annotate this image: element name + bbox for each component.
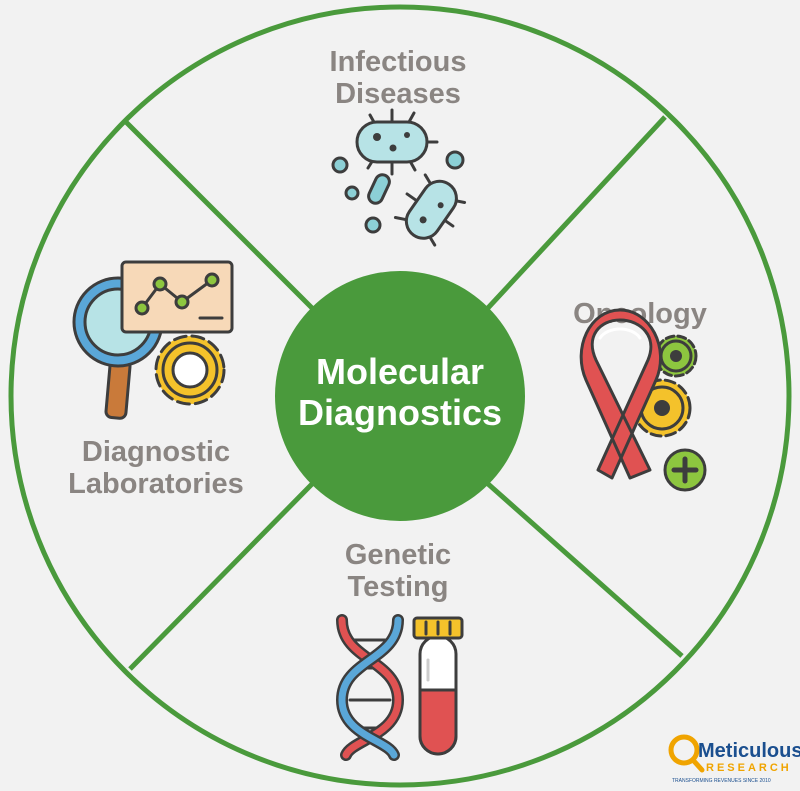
oncology-gear-top: [654, 334, 698, 378]
dna-test-tube-icon: [336, 614, 464, 761]
segment-top-label-line1: Infectious: [330, 46, 467, 78]
brand-name: Meticulous: [698, 740, 800, 762]
divider-top-right: [485, 115, 667, 311]
bacteria-icon: [331, 108, 467, 247]
divider-bottom-right: [485, 481, 684, 658]
segment-left-label-line2: Laboratories: [68, 468, 244, 500]
magnifier: [72, 276, 164, 420]
segment-dividers: [123, 115, 684, 671]
dna-helix: [336, 614, 404, 761]
brand-tagline: TRANSFORMING REVENUES SINCE 2010: [672, 778, 771, 784]
lab-analysis-icon: [72, 260, 234, 420]
center-circle: [275, 271, 525, 521]
brand-logo: Meticulous RESEARCH TRANSFORMING REVENUE…: [668, 734, 800, 784]
magnifier-logo-icon: [668, 734, 705, 773]
test-tube: [412, 616, 464, 756]
center-title-line1: Molecular: [316, 351, 484, 392]
segment-bottom-label-line1: Genetic: [345, 539, 451, 571]
brand-sub: RESEARCH: [706, 762, 792, 774]
segment-top-label-line2: Diseases: [335, 78, 461, 110]
segment-left-label-line1: Diagnostic: [82, 436, 230, 468]
divider-top-left: [123, 119, 315, 311]
chart-card: [120, 260, 234, 334]
cancer-ribbon-icon: [579, 308, 707, 492]
center-title-line2: Diagnostics: [298, 392, 502, 433]
divider-bottom-left: [128, 481, 315, 671]
segment-bottom-label-line2: Testing: [348, 571, 449, 603]
lab-gear: [154, 334, 226, 406]
